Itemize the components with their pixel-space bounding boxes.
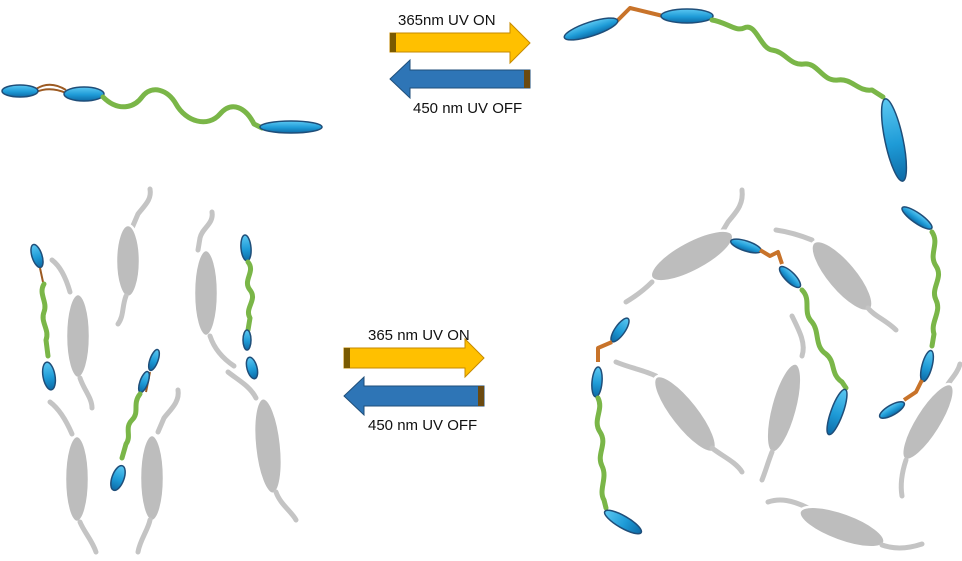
lc-mesogen [49,257,95,411]
lc-mesogen [47,399,99,555]
flexible-spacer [709,17,886,100]
lc-mesogen [114,186,153,327]
lc-mesogen [225,369,299,523]
bottom-forward-arrow [343,337,485,379]
top-uv-on-label: 365nm UV ON [398,12,496,29]
azobenzene-unit [880,98,908,182]
azobenzene-unit [63,86,105,102]
disordered-lc-phase [591,187,962,551]
aligned-lc-phase [30,186,299,555]
lc-mesogen [759,313,806,483]
bottom-uv-off-label: 450 nm UV OFF [368,417,477,434]
azo-guest-molecule [878,206,942,419]
lc-mesogen [765,497,925,551]
azo-linkage [612,6,664,26]
azo-guest-molecule [240,234,259,380]
top-forward-arrow [389,21,531,65]
lc-mesogen [135,387,181,555]
bottom-uv-on-label: 365 nm UV ON [368,327,470,344]
bottom-reverse-arrow [343,375,485,417]
azobenzene-unit [259,120,323,134]
azo-linkage [35,83,67,91]
cis-molecule [563,6,908,182]
azobenzene-unit [1,84,39,98]
lc-mesogen [623,187,745,305]
lc-mesogen [898,361,962,499]
azo-linkage [35,88,67,94]
top-uv-off-label: 450 nm UV OFF [413,100,522,117]
top-reverse-arrow [389,58,531,100]
azobenzene-unit [563,17,619,41]
lc-mesogen [773,227,899,333]
azo-guest-molecule [110,348,161,492]
azo-guest-molecule [30,243,57,391]
lc-mesogen [192,209,237,369]
trans-molecule [1,83,323,134]
flexible-spacer [100,87,265,131]
azo-guest-molecule [729,238,849,436]
azobenzene-unit [660,8,714,24]
lc-mesogen [613,359,745,475]
azo-guest-molecule [591,317,643,535]
